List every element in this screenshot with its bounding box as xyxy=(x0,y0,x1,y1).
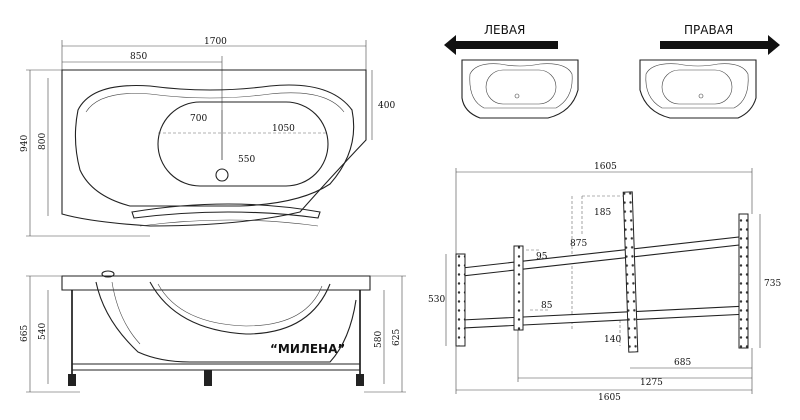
frame-post-second xyxy=(513,245,524,331)
plan-rim xyxy=(74,84,355,207)
dim-185-label: 185 xyxy=(594,208,611,218)
plan-headrest-bottom xyxy=(139,219,319,227)
frame-upper-rail xyxy=(461,235,749,277)
plan-basin xyxy=(157,101,329,187)
side-rim xyxy=(61,275,371,291)
dim-685-label: 685 xyxy=(674,358,691,368)
side-body xyxy=(95,281,357,363)
orientation-panel: ЛЕВАЯ ПРАВАЯ xyxy=(444,23,780,119)
dim-1275-label: 1275 xyxy=(640,378,663,388)
bath-thumb-left xyxy=(461,59,579,119)
dim-530-label: 530 xyxy=(428,295,445,305)
side-foot xyxy=(204,370,212,386)
dim-580-label: 580 xyxy=(374,331,384,348)
left-label: ЛЕВАЯ xyxy=(484,23,525,37)
arrow-left-icon xyxy=(444,35,558,55)
plan-rim-inner xyxy=(85,92,345,113)
frame-post-center xyxy=(622,191,639,353)
frame-post-right xyxy=(738,213,749,349)
dim-95-label: 95 xyxy=(536,252,548,262)
dim-side-depth-label: 400 xyxy=(378,101,395,111)
dim-inner-width-700-label: 700 xyxy=(190,114,207,124)
dim-540-label: 540 xyxy=(38,323,48,340)
dim-width-label: 940 xyxy=(20,135,30,152)
dim-drain-offset-label: 850 xyxy=(130,52,147,62)
dim-inner-width-label: 800 xyxy=(38,133,48,150)
side-body-inner xyxy=(111,281,141,345)
dim-625-label: 625 xyxy=(392,329,402,346)
dim-inner-length-label: 1050 xyxy=(272,124,295,134)
dim-drain-label: 550 xyxy=(238,155,255,165)
dim-735-label: 735 xyxy=(764,279,781,289)
plan-drain xyxy=(215,168,229,182)
frame-post-left xyxy=(455,253,466,347)
plan-view: 1700 850 940 800 400 700 1050 550 xyxy=(20,37,395,237)
side-basin-inner xyxy=(157,283,323,327)
dim-bottom-1605-label: 1605 xyxy=(598,393,621,403)
dim-140-label: 140 xyxy=(604,335,621,345)
side-view: 665 540 580 625 “МИЛЕНА” xyxy=(20,270,406,393)
right-label: ПРАВАЯ xyxy=(684,23,733,37)
model-name: “МИЛЕНА” xyxy=(270,342,345,356)
side-foot xyxy=(68,374,76,386)
dim-85-label: 85 xyxy=(541,301,553,311)
side-foot xyxy=(356,374,364,386)
frame-lower-rail xyxy=(461,305,749,329)
frame-view: 1605 185 875 95 85 140 530 735 685 127 xyxy=(428,162,781,403)
dim-665-label: 665 xyxy=(20,325,30,342)
arrow-right-icon xyxy=(660,35,780,55)
bath-thumb-right xyxy=(639,59,757,119)
dim-875-label: 875 xyxy=(570,239,587,249)
plan-headrest xyxy=(131,203,321,219)
side-faucet xyxy=(101,270,115,278)
side-basin xyxy=(149,281,331,335)
dim-top-1605-label: 1605 xyxy=(594,162,617,172)
dim-length-label: 1700 xyxy=(204,37,227,47)
plan-outer-outline xyxy=(61,69,367,227)
